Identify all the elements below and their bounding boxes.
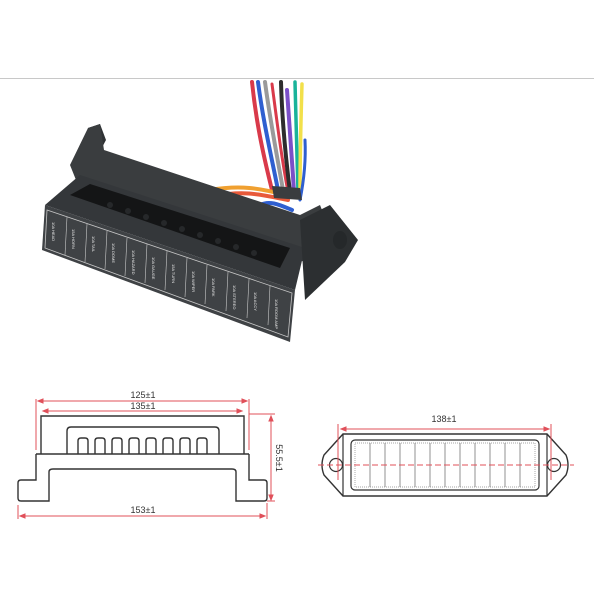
dimension-drawings: 125±1 135±1 55.5±1 153±1 <box>17 390 574 519</box>
fuse-label-12: 10A ROOM AMP <box>274 299 279 329</box>
fuse-label-11: 10A ACCY <box>253 292 258 311</box>
fuse-label-3: 10A TAIL <box>91 236 96 253</box>
top-view-drawing: 138±1 <box>318 414 574 497</box>
dim-top-outer: 125±1 <box>131 390 156 400</box>
fuse-label-6: 10A GAUGE <box>151 257 156 280</box>
fuse-label-5: 10A HAZARD <box>131 250 136 275</box>
fuse-label-9: 10A PARK <box>211 278 216 297</box>
dim-height: 55.5±1 <box>274 444 284 471</box>
fuse-label-1: 10A HEAD <box>51 222 56 241</box>
fuse-box-housing: 10A HEAD 15A HORN 10A TAIL 10A DOME 10A … <box>42 124 358 342</box>
fuse-label-4: 10A DOME <box>111 243 116 263</box>
dim-top-inner: 135±1 <box>131 401 156 411</box>
fuse-label-8: 10A WIPER <box>191 271 196 292</box>
dim-bottom: 153±1 <box>131 505 156 515</box>
fuse-label-2: 15A HORN <box>71 229 76 249</box>
top-divider-line <box>0 78 594 79</box>
fuse-box-photo: 10A HEAD 15A HORN 10A TAIL 10A DOME 10A … <box>42 80 358 342</box>
fuse-label-7: 15A TURN <box>171 264 176 283</box>
dim-width: 138±1 <box>432 414 457 424</box>
fuse-label-10: 10A STEREO <box>232 285 237 309</box>
side-view-drawing: 125±1 135±1 55.5±1 153±1 <box>17 390 284 519</box>
